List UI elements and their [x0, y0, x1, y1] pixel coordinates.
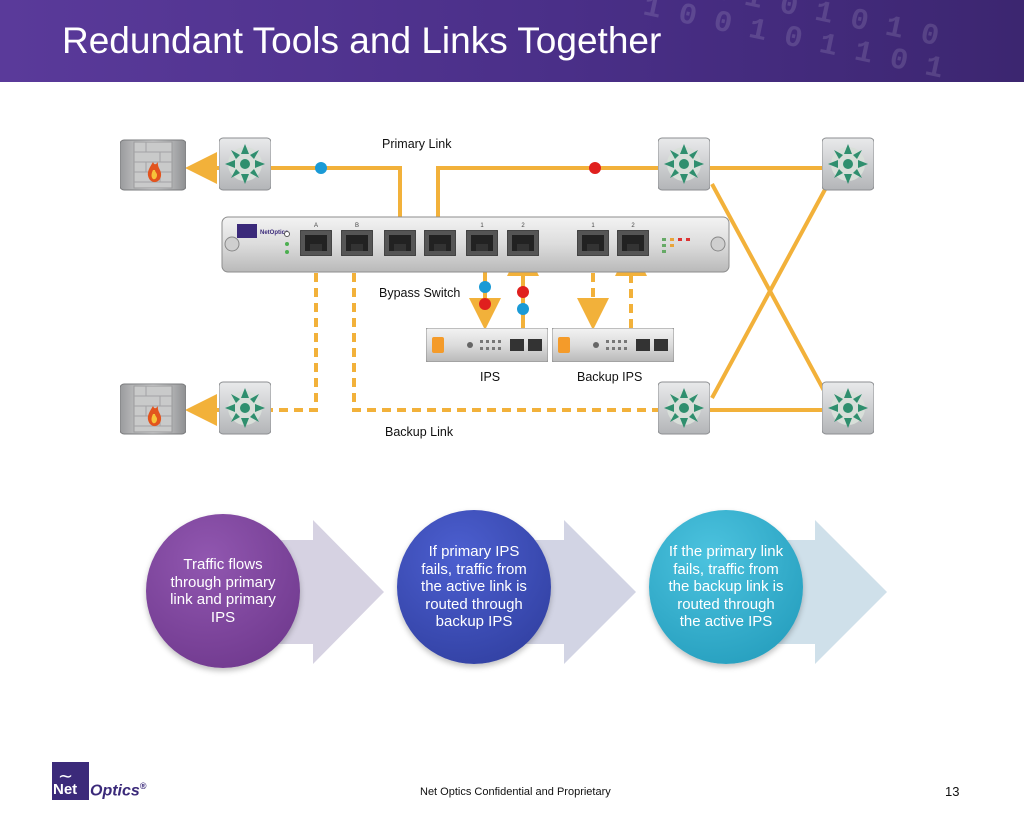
port-label: 1 — [480, 223, 484, 229]
blue-dot — [479, 281, 491, 293]
logo-net-text: Net — [53, 781, 78, 798]
blue-dot — [517, 303, 529, 315]
red-dot — [517, 286, 529, 298]
backup-ips-label: Backup IPS — [577, 370, 643, 384]
wave-icon: ∼ — [58, 766, 74, 786]
title-banner: 0 1 0 1 1 0 1 0 1 0 1 0 0 1 0 1 1 0 1 Re… — [0, 0, 1024, 82]
step-3-text: If the primary link fails, traffic from … — [668, 543, 784, 631]
blue-dot — [315, 162, 327, 174]
port-label: A — [314, 223, 318, 229]
logo-mark: ∼ Net — [52, 762, 89, 800]
device-brand: NetOptics — [260, 230, 289, 236]
network-diagram: NetOptics A B 1 2 1 2 — [120, 137, 874, 435]
step-2-circle: If primary IPS fails, traffic from the a… — [397, 510, 551, 664]
step-3-circle: If the primary link fails, traffic from … — [649, 510, 803, 664]
primary-link-label: Primary Link — [382, 137, 452, 151]
bypass-switch-device: NetOptics A B 1 2 1 2 — [221, 216, 730, 273]
port-label: 2 — [521, 223, 525, 229]
link-indicators — [315, 162, 601, 315]
port-label: 2 — [631, 223, 635, 229]
ips-label: IPS — [480, 370, 501, 384]
bypass-switch-label: Bypass Switch — [379, 286, 461, 300]
step-2-text: If primary IPS fails, traffic from the a… — [421, 543, 527, 631]
logo-optics-text: Optics® — [90, 781, 147, 800]
footer-confidential: Net Optics Confidential and Proprietary — [420, 786, 611, 798]
step-1-circle: Traffic flows through primary link and p… — [146, 514, 300, 668]
backup-link-label: Backup Link — [385, 425, 454, 439]
port-label: B — [355, 223, 359, 229]
page-number: 13 — [945, 784, 960, 799]
red-dot — [479, 298, 491, 310]
port-label: 1 — [591, 223, 595, 229]
slide-title: Redundant Tools and Links Together — [62, 20, 662, 61]
red-dot — [589, 162, 601, 174]
net-optics-logo: ∼ Net Optics® — [52, 762, 160, 800]
step-1-text: Traffic flows through primary link and p… — [170, 556, 276, 626]
